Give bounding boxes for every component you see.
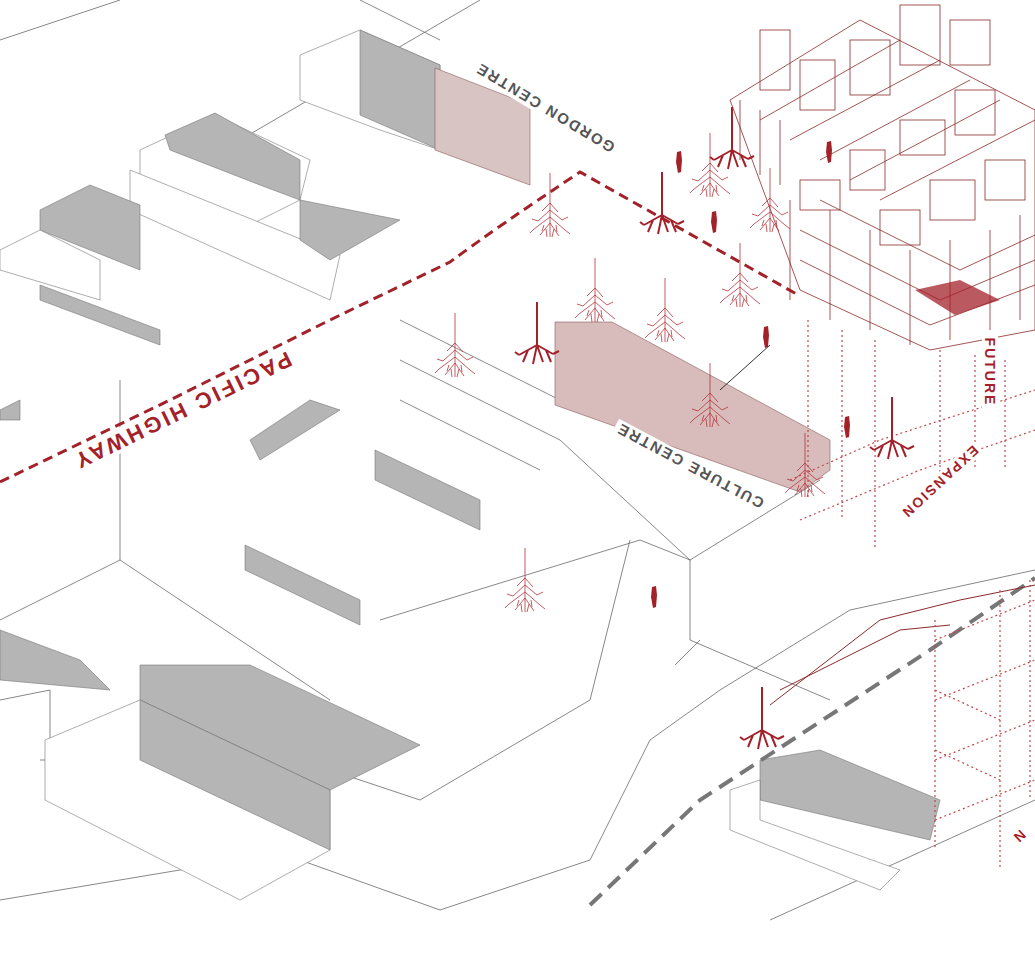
site-label: GORDON CENTRE [470, 58, 620, 158]
site-label: EXPANSION [896, 440, 984, 524]
site-label: CULTURE CENTRE [611, 418, 769, 513]
site-label: N [1009, 825, 1032, 848]
site-label: PACIFIC HIGHWAY [66, 345, 298, 475]
site-label: FUTURE [982, 335, 998, 410]
